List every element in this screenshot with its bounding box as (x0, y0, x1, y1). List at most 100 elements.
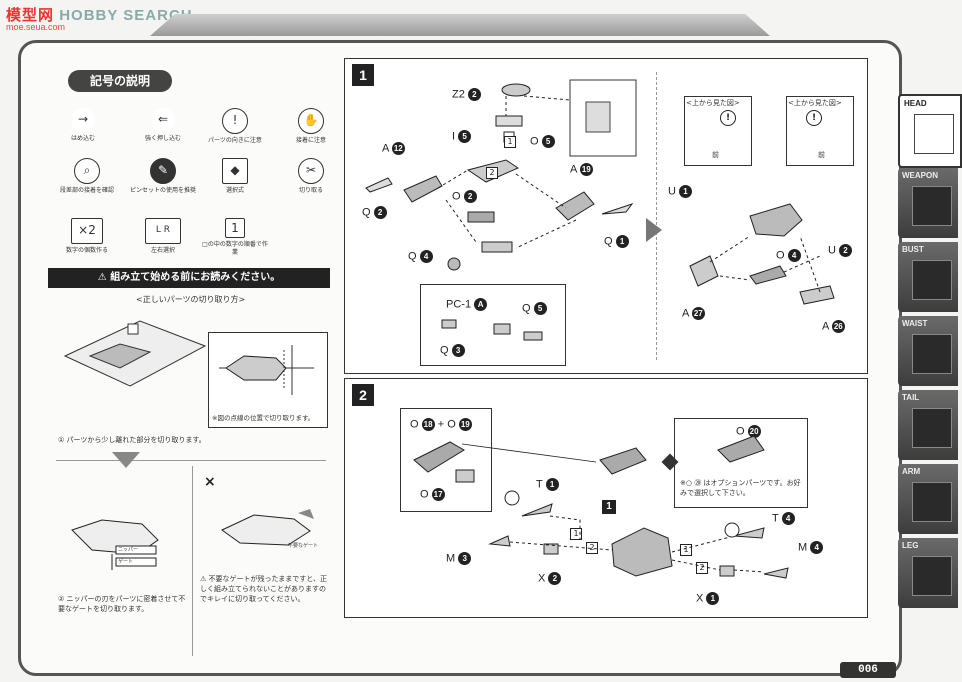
top-view-left-title: <上から見た図> (686, 99, 740, 107)
tab-waist[interactable]: WAIST (898, 316, 958, 386)
notice-divider (56, 460, 326, 461)
part-code: O (736, 425, 745, 438)
step1-divider (656, 72, 657, 360)
arrow-in-icon: → (71, 108, 95, 132)
part-number: A (474, 298, 488, 311)
legend-title: 記号の説明 (68, 70, 172, 92)
front-label-right: 前 (818, 151, 825, 159)
attention-icon: ! (222, 108, 248, 134)
part-number: 3 (458, 552, 472, 565)
label-t1: T 1 (536, 478, 559, 491)
symbol-label: パーツの向きに注意 (208, 137, 262, 144)
symbol-label: □の中の数字の順番で作業 (202, 241, 268, 256)
step2-parts-drawing (413, 435, 789, 579)
part-code: Z2 (452, 88, 465, 101)
step1-parts-drawing (365, 79, 637, 341)
symbol-tweezers: ✎ピンセットの使用を推奨 (128, 158, 198, 195)
top-view-left-box (684, 96, 752, 166)
part-code: X (696, 592, 704, 605)
part-code: O (452, 190, 461, 203)
cut-icon: ✂ (298, 158, 324, 184)
down-arrow-icon (112, 452, 140, 468)
part-number: 17 (431, 488, 445, 501)
nipper-illustration (71, 519, 159, 570)
tab-label: WEAPON (902, 171, 938, 180)
label-q4: Q 4 (408, 250, 433, 263)
symbol-label: 左右選択 (150, 247, 175, 254)
lr-icon: L R (145, 218, 181, 244)
part-code: I (452, 130, 456, 143)
label-z2: Z2 2 (452, 88, 481, 101)
order-box-1: 1 (504, 136, 516, 148)
symbol-press-in: → はめ込む (48, 108, 118, 143)
part-code: Q (522, 302, 531, 315)
tab-bust[interactable]: BUST (898, 242, 958, 312)
tab-head[interactable]: HEAD (898, 94, 962, 168)
part-code: Q (604, 235, 613, 248)
label-x1: X 1 (696, 592, 720, 605)
label-o18-o19: O 18 + O 19 (410, 418, 472, 431)
watermark-brand: 模型网 HOBBY SEARCH (6, 4, 193, 25)
part-code: PC-1 (446, 298, 472, 311)
cut-inset-drawing (219, 345, 314, 395)
tag-nipper: ニッパー (118, 547, 139, 553)
cut-step2: ② ニッパーの刃をパーツに密着させて不要なゲートを切り取ります。 (58, 595, 186, 613)
symbol-direction: ! パーツの向きに注意 (200, 108, 270, 145)
label-a19: A 19 (570, 163, 593, 176)
part-code: Q (440, 344, 449, 357)
symbol-label: 段差部の接着を確認 (59, 187, 114, 194)
symbol-label: 強く押し込む (144, 135, 181, 142)
tab-tail[interactable]: TAIL (898, 390, 958, 460)
next-arrow-icon (646, 218, 662, 242)
label-o5: O 5 (530, 135, 555, 148)
part-code: U (828, 244, 836, 257)
part-code: O (447, 418, 456, 431)
part-code: A (570, 163, 577, 176)
part-code: O (420, 488, 429, 501)
part-code: O (776, 249, 785, 262)
top-decoration-bar (150, 14, 770, 36)
part-number: 2 (463, 190, 477, 203)
part-number: 18 (421, 418, 435, 431)
part-number: 2 (839, 244, 853, 257)
tab-arm[interactable]: ARM (898, 464, 958, 534)
sub-assembly-box (420, 284, 566, 366)
part-code: Q (362, 206, 371, 219)
label-m4: M 4 (798, 541, 824, 554)
part-code: A (382, 142, 389, 155)
part-number: 3 (451, 344, 465, 357)
symbol-label: はめ込む (70, 135, 95, 142)
part-code: O (530, 135, 539, 148)
arm-icon (912, 482, 952, 522)
part-code: X (538, 572, 546, 585)
plus-sign: + (437, 418, 445, 431)
part-number: 4 (781, 512, 795, 525)
part-number: 4 (419, 250, 433, 263)
choose-icon: ◆ (222, 158, 248, 184)
label-q3: Q 3 (440, 344, 465, 357)
option-note-text: ※○ ⑳ はオプションパーツです。お好みで選択して下さい。 (680, 479, 801, 497)
part-code: A (682, 307, 689, 320)
symbol-label: 接着に注意 (295, 137, 326, 144)
symbol-choose: ◆ 選択式 (200, 158, 270, 195)
label-o2: O 2 (452, 190, 477, 203)
label-o17: O 17 (420, 488, 445, 501)
part-number: 4 (810, 541, 824, 554)
label-t4: T 4 (772, 512, 795, 525)
part-number: 26 (831, 320, 845, 333)
symbol-label: 選択式 (225, 187, 244, 194)
order-icon: 1 (225, 218, 245, 238)
bad-mark: × (204, 474, 216, 490)
tab-label: BUST (902, 245, 924, 254)
symbol-check: ⌕段差部の接着を確認 (52, 158, 122, 195)
order-box-2: 2 (486, 167, 498, 179)
label-x2: X 2 (538, 572, 562, 585)
tab-weapon[interactable]: WEAPON (898, 168, 958, 238)
attention-icon: ! (806, 110, 822, 126)
brand-char-b: 型 (22, 7, 39, 24)
tab-leg[interactable]: LEG (898, 538, 958, 608)
part-number: 5 (541, 135, 555, 148)
label-q1: Q 1 (604, 235, 629, 248)
part-number: 20 (747, 425, 761, 438)
top-view-right-box (786, 96, 854, 166)
